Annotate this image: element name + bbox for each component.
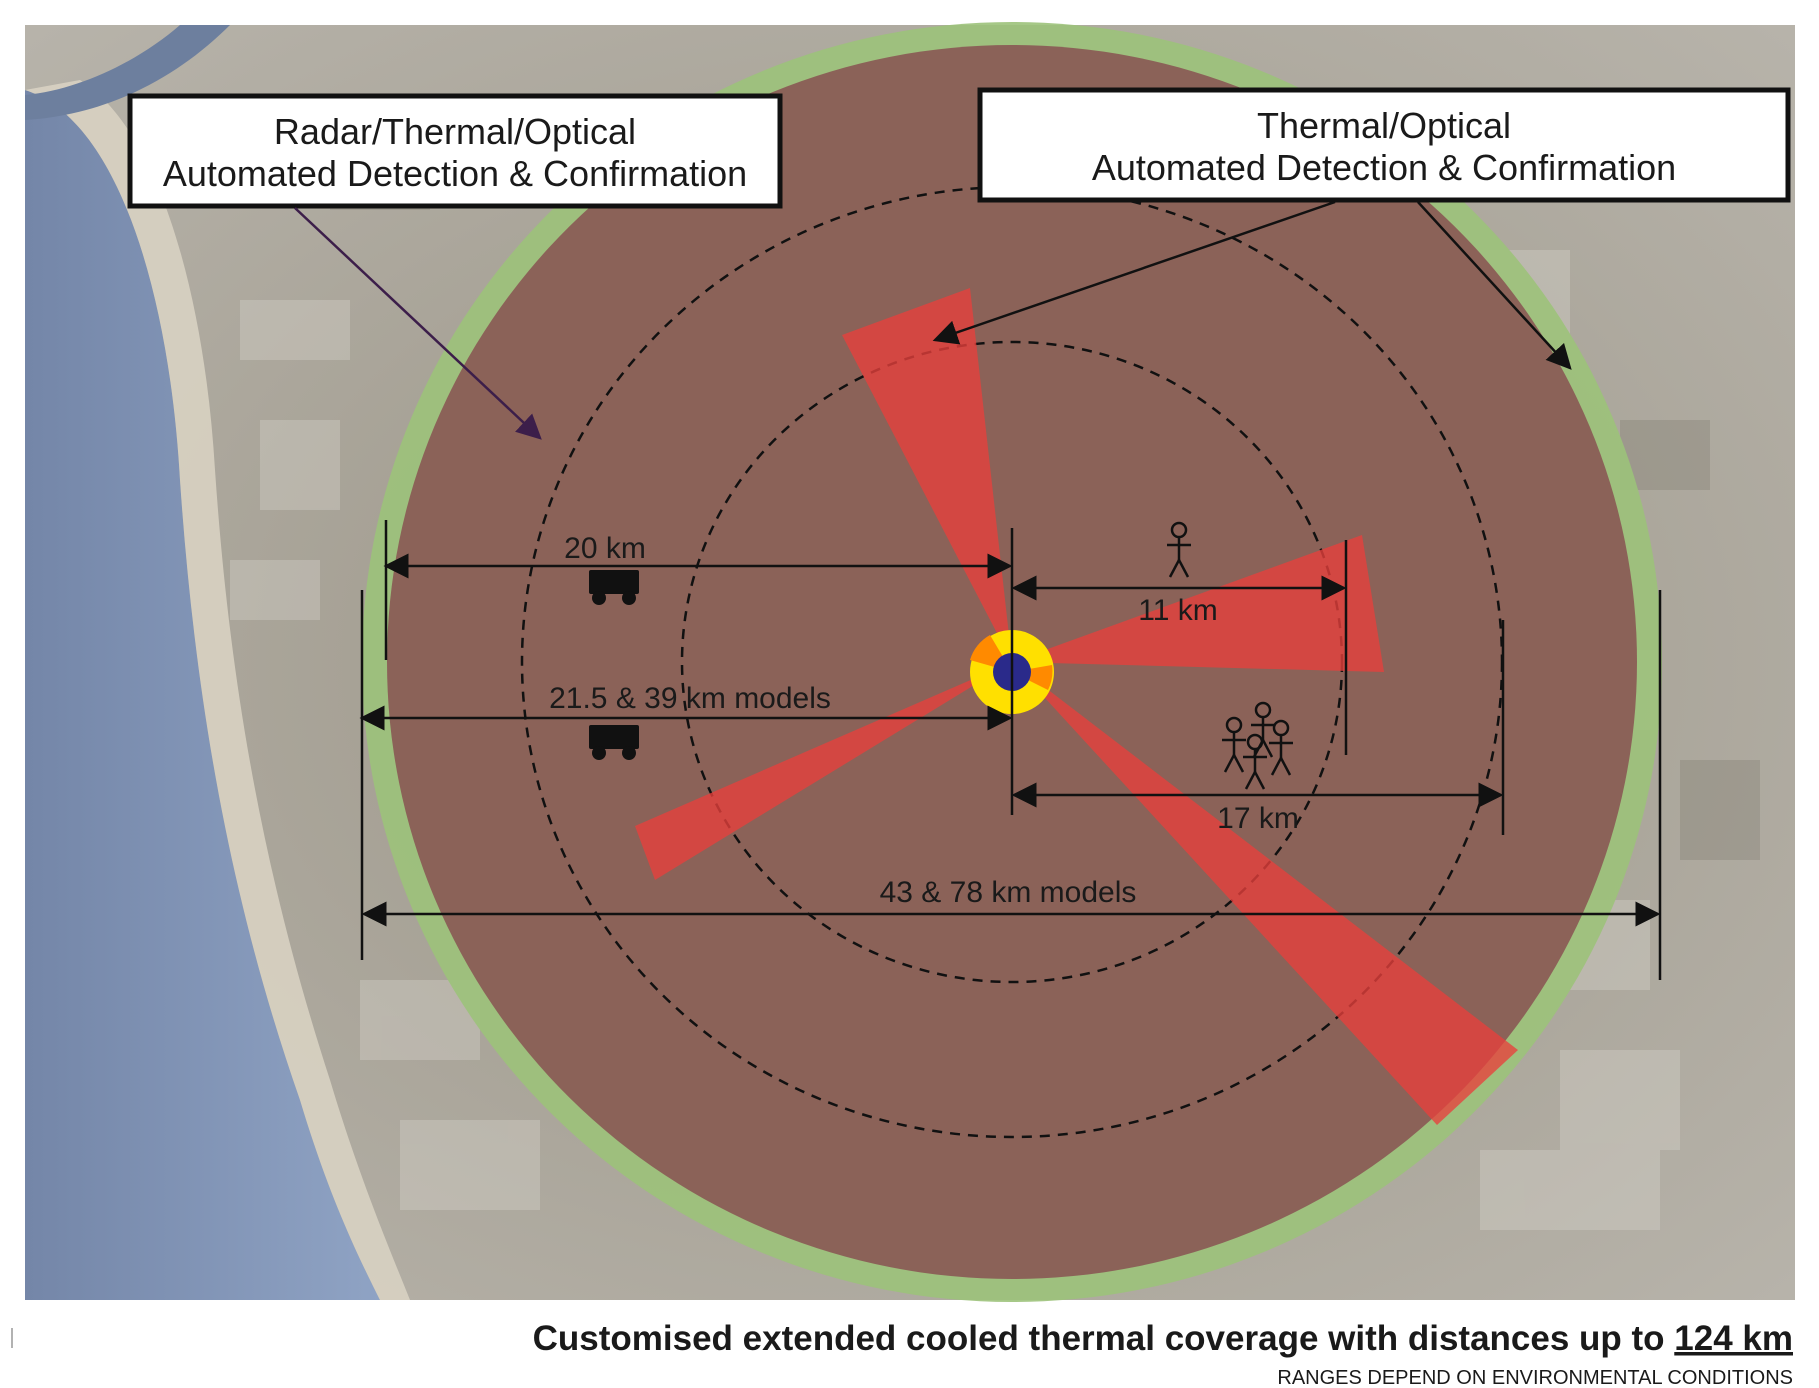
label-11km: 11 km — [1138, 594, 1217, 627]
callout-left-line1: Radar/Thermal/Optical — [274, 111, 636, 152]
arrow-right-callout-sector — [932, 200, 1336, 345]
callout-left: Radar/Thermal/Optical Automated Detectio… — [127, 93, 783, 209]
caption-main-prefix: Customised extended cooled thermal cover… — [533, 1319, 1675, 1358]
label-43-78km: 43 & 78 km models — [880, 876, 1137, 909]
callout-right-line1: Thermal/Optical — [1257, 105, 1511, 146]
truck-icon — [589, 725, 639, 760]
truck-icon — [589, 570, 639, 605]
caption-main: Customised extended cooled thermal cover… — [533, 1319, 1793, 1358]
caption: Customised extended cooled thermal cover… — [11, 1319, 1793, 1388]
callout-left-line2: Automated Detection & Confirmation — [163, 153, 747, 194]
arrow-right-callout-ring — [1417, 201, 1572, 370]
arrow-left-callout — [294, 207, 542, 440]
dimension-labels: 20 km 21.5 & 39 km models 11 km 17 km 43… — [549, 532, 1299, 909]
callout-arrows — [294, 200, 1572, 440]
caption-sub: RANGES DEPEND ON ENVIRONMENTAL CONDITION… — [1277, 1367, 1793, 1388]
dimension-lines — [359, 520, 1662, 980]
sector-southeast — [1012, 662, 1518, 1125]
callout-right: Thermal/Optical Automated Detection & Co… — [977, 87, 1791, 203]
caption-main-emphasis: 124 km — [1674, 1319, 1793, 1358]
label-20km: 20 km — [564, 532, 646, 565]
group-icon — [1222, 701, 1293, 790]
label-17km: 17 km — [1217, 802, 1299, 835]
person-icon — [1167, 521, 1191, 578]
label-21-39km: 21.5 & 39 km models — [549, 682, 831, 715]
callout-right-line2: Automated Detection & Confirmation — [1092, 147, 1676, 188]
sector-east — [1012, 535, 1384, 672]
